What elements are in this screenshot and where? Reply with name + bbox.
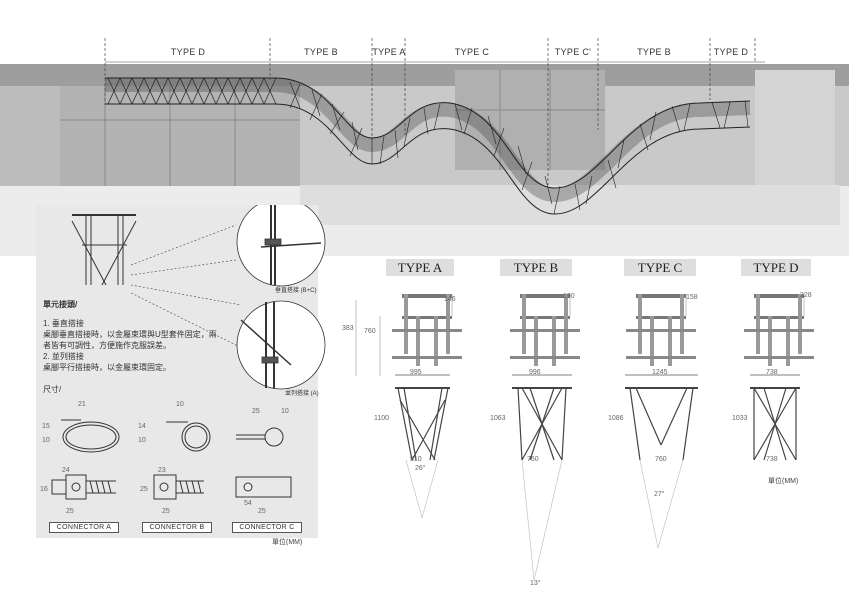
connector-b-label: CONNECTOR B <box>142 522 212 533</box>
type-d-elevation <box>750 374 800 461</box>
conn-b-dim-band-side: 25 <box>140 486 148 493</box>
conn-a-dim-clip-top: 21 <box>78 401 86 408</box>
type-a-top-dim: 146 <box>444 296 456 303</box>
type-a-width-dim: 995 <box>410 369 422 376</box>
type-a-left-dim-1: 383 <box>342 325 354 332</box>
connector-a-label: CONNECTOR A <box>49 522 119 533</box>
segment-label-type-c-prime: TYPE C' <box>554 47 592 57</box>
type-drawings <box>355 294 814 581</box>
callout-bottom-caption: 並列搭接 (A) <box>285 391 319 397</box>
conn-b-dim-band-top: 23 <box>158 467 166 474</box>
segment-label-type-b-left: TYPE B <box>304 47 338 57</box>
type-c-angle: 27° <box>654 491 665 498</box>
type-c-width-dim: 1245 <box>652 369 668 376</box>
plaza-surface <box>300 185 840 225</box>
type-b-height-dim: 1063 <box>490 415 506 422</box>
conn-b-dim-clip-side-1: 14 <box>138 423 146 430</box>
banner-drawing <box>0 38 849 215</box>
callout-vertical-joint <box>236 205 326 287</box>
conn-a-dim-clip-side-1: 15 <box>42 423 50 430</box>
segment-label-type-a: TYPE A <box>372 47 406 57</box>
callout-top-caption: 垂直搭接 (B+C) <box>275 288 317 294</box>
segment-label-type-c: TYPE C <box>454 47 490 57</box>
building-facade <box>0 64 849 186</box>
type-a-deep-angle: 13° <box>530 580 541 587</box>
type-b-elevation <box>512 374 572 461</box>
table-leg-unit <box>71 214 137 286</box>
conn-b-dim-clip-side-2: 10 <box>138 437 146 444</box>
type-b-width-dim: 996 <box>529 369 541 376</box>
segment-label-type-d-right: TYPE D <box>713 47 749 57</box>
callout-parallel-joint <box>236 300 326 390</box>
type-a-plan <box>392 294 462 366</box>
connection-title: 單元接頭/ <box>43 300 78 309</box>
connector-c-drawing <box>235 427 292 498</box>
type-d-width-dim: 738 <box>766 369 778 376</box>
conn-c-dim-band-top: 54 <box>244 500 252 507</box>
connector-unit-label: 單位(MM) <box>272 539 303 546</box>
size-title: 尺寸/ <box>43 385 62 394</box>
conn-a-dim-band-top: 24 <box>62 467 70 474</box>
type-d-plan <box>744 294 814 366</box>
segment-label-type-d-left: TYPE D <box>170 47 206 57</box>
type-a-height-dim: 1100 <box>374 415 390 422</box>
connector-a-drawing <box>51 419 120 500</box>
type-d-top-dim: 228 <box>800 292 812 299</box>
type-d-heading: TYPE D <box>741 259 811 276</box>
conn-a-dim-band-bottom: 25 <box>66 508 74 515</box>
type-b-top-dim: 190 <box>563 293 575 300</box>
connection-panel-drawings <box>51 205 326 500</box>
conn-a-dim-band-side: 16 <box>40 486 48 493</box>
type-a-elevation <box>395 374 450 461</box>
type-c-plan <box>626 294 696 366</box>
conn-c-dim-band-bottom: 25 <box>258 508 266 515</box>
type-d-base-dim: 738 <box>766 456 778 463</box>
connector-c-label: CONNECTOR C <box>232 522 302 533</box>
type-c-elevation <box>625 374 698 461</box>
type-c-top-dim: 158 <box>686 294 698 301</box>
type-b-heading: TYPE B <box>500 259 572 276</box>
type-a-heading: TYPE A <box>386 259 454 276</box>
type-a-left-dim-2: 760 <box>364 328 376 335</box>
conn-a-dim-clip-side-2: 10 <box>42 437 50 444</box>
type-b-plan <box>510 294 580 366</box>
connection-text-parallel: 2. 並列搭接 桌腳平行搭接時，以金屬束環固定。 <box>43 352 171 372</box>
connector-b-drawing <box>153 421 211 500</box>
type-c-base-dim: 760 <box>655 456 667 463</box>
conn-b-dim-clip-top: 10 <box>176 401 184 408</box>
segment-dividers <box>104 38 756 185</box>
type-a-angle: 26° <box>415 465 426 472</box>
conn-c-dim-clip-top-1: 25 <box>252 408 260 415</box>
type-c-heading: TYPE C <box>624 259 696 276</box>
connection-text-vertical: 1. 垂直搭接 桌腳垂直搭接時，以金屬束環與U型套件固定，兩 者皆有可調性，方便… <box>43 319 217 350</box>
type-c-height-dim: 1086 <box>608 415 624 422</box>
type-b-base-dim: 760 <box>527 456 539 463</box>
type-d-height-dim: 1033 <box>732 415 748 422</box>
conn-c-dim-clip-top-2: 10 <box>281 408 289 415</box>
type-a-base-dim: 510 <box>410 456 422 463</box>
types-unit-label: 單位(MM) <box>768 478 799 485</box>
conn-b-dim-band-bottom: 25 <box>162 508 170 515</box>
wave-truss <box>105 77 751 215</box>
segment-label-type-b-right: TYPE B <box>637 47 671 57</box>
